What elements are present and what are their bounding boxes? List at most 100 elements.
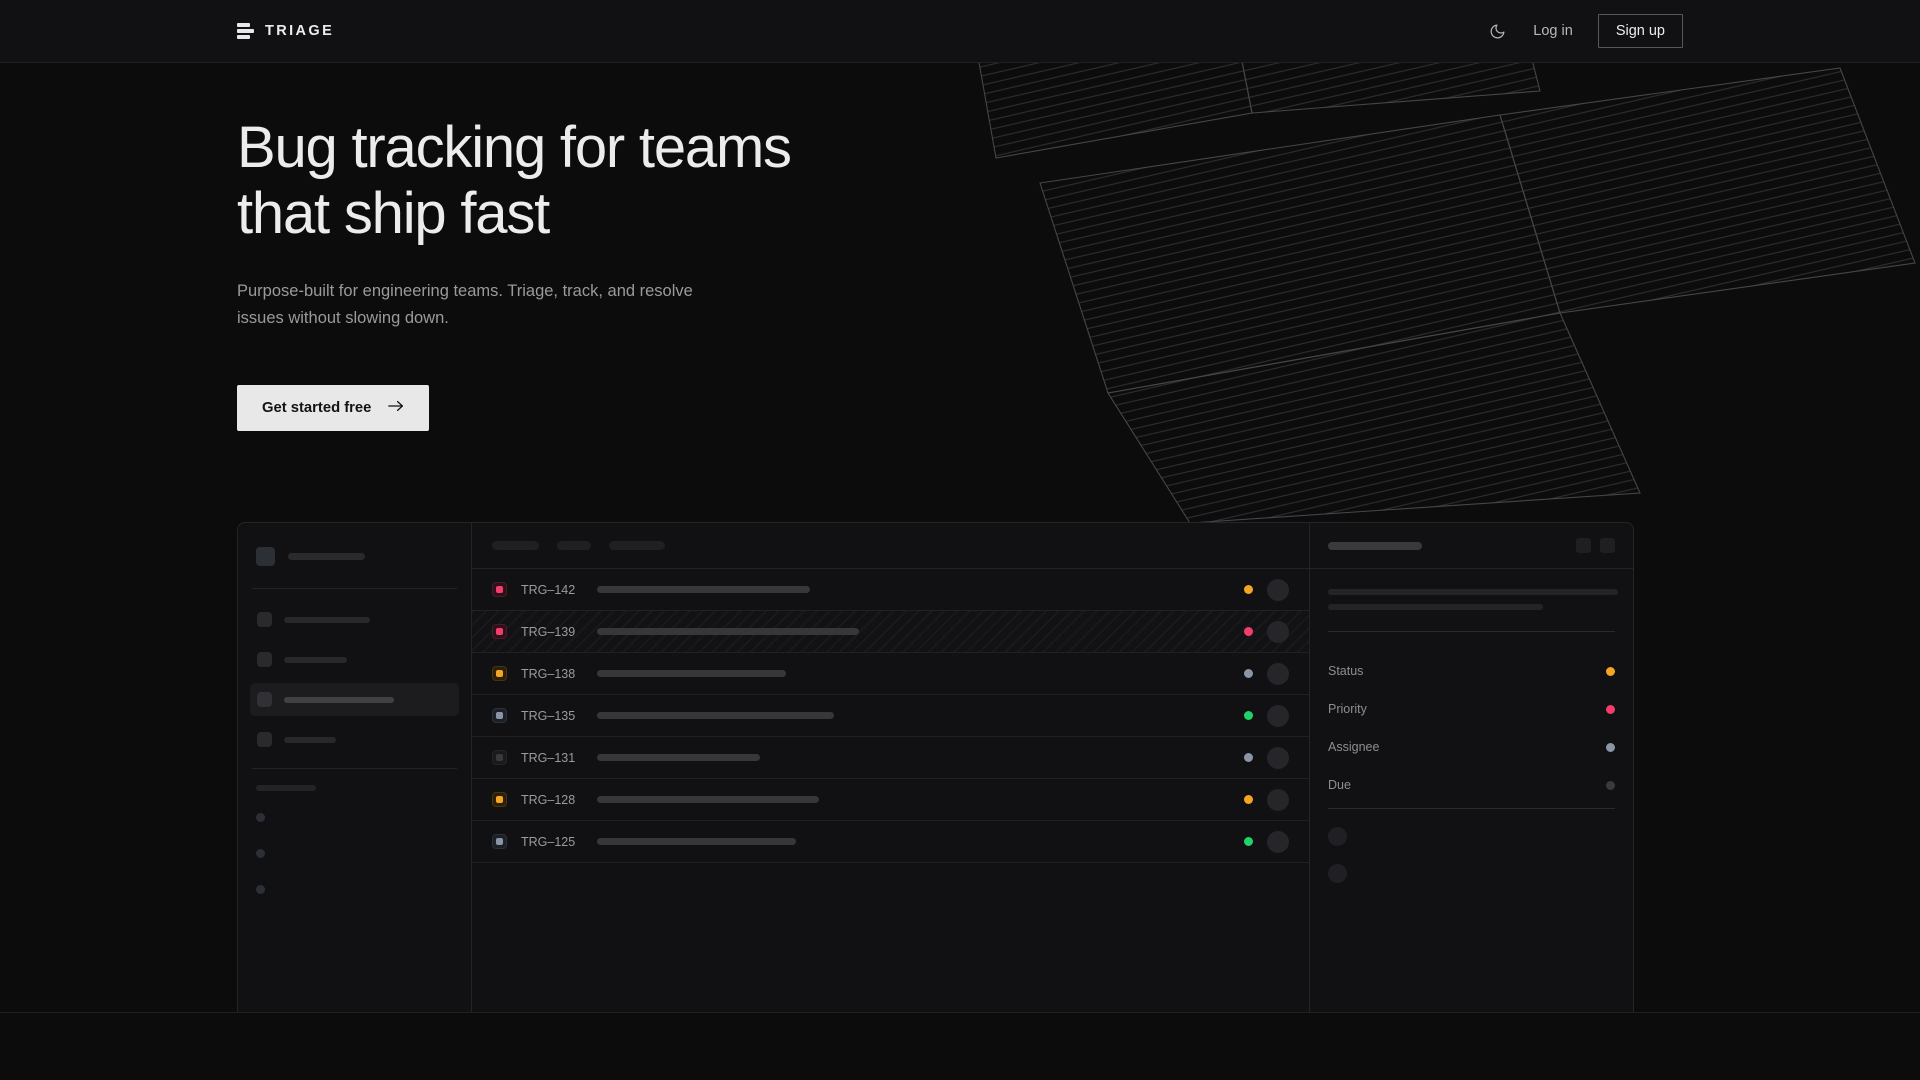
row-meta: [1244, 662, 1289, 685]
sidebar-item-label: [284, 656, 347, 663]
metadata-value-dot: [1606, 666, 1615, 676]
projects-heading-placeholder: [256, 785, 316, 791]
row-meta: [1244, 620, 1289, 643]
top-navigation-bar: TRIAGE Log in Sign up: [0, 0, 1920, 63]
comment-avatar: [1328, 864, 1347, 883]
description-line: [1328, 589, 1618, 595]
page-title: Bug tracking for teams that ship fast: [237, 115, 792, 246]
issue-id: TRG–135: [521, 708, 576, 723]
table-row[interactable]: TRG–138: [472, 653, 1309, 695]
sidebar-item-icon: [257, 692, 272, 707]
toolbar-control-0[interactable]: [492, 541, 539, 550]
issue-id: TRG–139: [521, 624, 576, 639]
table-row[interactable]: TRG–142: [472, 569, 1309, 611]
project-dot[interactable]: [256, 885, 265, 894]
row-meta: [1244, 746, 1289, 769]
detail-divider: [1328, 631, 1615, 632]
status-badge: [1244, 627, 1253, 636]
metadata-value-dot: [1606, 742, 1615, 752]
detail-title-placeholder: [1328, 541, 1422, 550]
avatar: [1267, 830, 1289, 853]
moon-icon[interactable]: [1486, 20, 1508, 42]
detail-header-actions: [1576, 538, 1615, 553]
workspace-switcher[interactable]: [238, 523, 471, 588]
sidebar-divider-top: [252, 588, 457, 589]
row-meta: [1244, 704, 1289, 727]
sidebar-item-icon: [257, 612, 272, 627]
toolbar-control-2[interactable]: [609, 541, 665, 550]
sidebar-item-label: [284, 616, 370, 623]
table-row[interactable]: TRG–131: [472, 737, 1309, 779]
issue-id: TRG–125: [521, 834, 576, 849]
sidebar-projects-section: [238, 769, 471, 921]
sidebar-item-label: [284, 736, 336, 743]
cta-label: Get started free: [262, 399, 372, 416]
table-row[interactable]: TRG–135: [472, 695, 1309, 737]
stacked-bars-icon: [237, 23, 254, 39]
toolbar-control-1[interactable]: [557, 541, 591, 550]
metadata-value-dot: [1606, 704, 1615, 714]
issue-title-placeholder: [597, 628, 859, 635]
decorative-panels-graphic: [940, 63, 1920, 523]
metadata-row-due[interactable]: Due: [1328, 766, 1615, 804]
brand-name: TRIAGE: [265, 23, 335, 39]
issue-title-placeholder: [597, 754, 760, 761]
priority-chip-icon: [492, 792, 507, 807]
status-badge: [1244, 711, 1253, 720]
metadata-row-assignee[interactable]: Assignee: [1328, 728, 1615, 766]
detail-action-button[interactable]: [1600, 538, 1615, 553]
sidebar-item-label: [284, 696, 394, 703]
detail-panel-footer: [1310, 808, 1633, 883]
priority-chip-icon: [492, 708, 507, 723]
brand-logo[interactable]: TRIAGE: [237, 23, 334, 39]
footer-divider: [1328, 808, 1615, 809]
row-meta: [1244, 788, 1289, 811]
get-started-button[interactable]: Get started free: [237, 384, 430, 431]
sidebar-item-3[interactable]: [250, 723, 459, 756]
priority-chip-icon: [492, 624, 507, 639]
sidebar-item-0[interactable]: [250, 603, 459, 636]
status-badge: [1244, 753, 1253, 762]
sidebar-item-2[interactable]: [250, 683, 459, 716]
issue-id: TRG–142: [521, 582, 576, 597]
issue-id: TRG–138: [521, 666, 576, 681]
sidebar-nav-list: [238, 589, 471, 768]
issue-title-placeholder: [597, 838, 796, 845]
issue-list-toolbar: [472, 523, 1309, 569]
row-meta: [1244, 578, 1289, 601]
sidebar-item-icon: [257, 652, 272, 667]
login-link[interactable]: Log in: [1533, 23, 1573, 39]
metadata-row-status[interactable]: Status: [1328, 652, 1615, 690]
metadata-value-dot: [1606, 780, 1615, 790]
priority-chip-icon: [492, 750, 507, 765]
project-dot[interactable]: [256, 813, 265, 822]
issue-title-placeholder: [597, 670, 786, 677]
avatar: [1267, 788, 1289, 811]
detail-action-button[interactable]: [1576, 538, 1591, 553]
table-row[interactable]: TRG–125: [472, 821, 1309, 863]
metadata-label: Status: [1328, 664, 1364, 678]
metadata-row-priority[interactable]: Priority: [1328, 690, 1615, 728]
metadata-label: Priority: [1328, 702, 1367, 716]
avatar: [1267, 578, 1289, 601]
issue-id: TRG–131: [521, 750, 576, 765]
status-badge: [1244, 795, 1253, 804]
signup-button[interactable]: Sign up: [1597, 14, 1683, 48]
hero-heading-line-2: that ship fast: [237, 180, 550, 246]
status-badge: [1244, 837, 1253, 846]
table-row[interactable]: TRG–128: [472, 779, 1309, 821]
table-row[interactable]: TRG–139: [472, 611, 1309, 653]
section-divider: [0, 1012, 1920, 1013]
status-badge: [1244, 585, 1253, 594]
issue-title-placeholder: [597, 586, 810, 593]
project-dot[interactable]: [256, 849, 265, 858]
sidebar-item-1[interactable]: [250, 643, 459, 676]
sidebar-divider-bottom: [252, 768, 457, 769]
metadata-label: Due: [1328, 778, 1351, 792]
priority-chip-icon: [492, 834, 507, 849]
